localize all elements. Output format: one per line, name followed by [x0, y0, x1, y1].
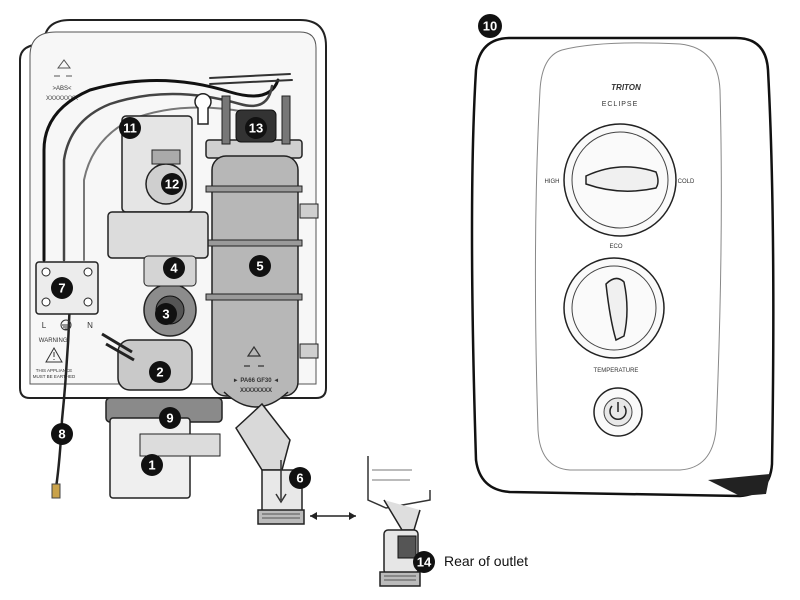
recycle-icon: [244, 345, 264, 367]
tank-code-mark: XXXXXXXX: [240, 388, 272, 394]
material-mark: >ABS<: [52, 86, 72, 92]
callout-8: 8: [51, 423, 73, 445]
callout-2: 2: [149, 361, 171, 383]
callout-10: 10: [478, 14, 502, 38]
model-label: ECLIPSE: [602, 101, 639, 108]
terminal-n-label: N: [87, 321, 93, 330]
svg-text:13: 13: [249, 121, 263, 136]
svg-text:5: 5: [256, 259, 263, 274]
warning-note-1: THIS APPLIANCE: [36, 368, 73, 373]
power-dial[interactable]: [563, 123, 677, 237]
svg-text:14: 14: [417, 555, 432, 570]
cable-end-connector: [51, 483, 61, 499]
svg-text:6: 6: [296, 471, 303, 486]
svg-text:9: 9: [166, 411, 173, 426]
terminal-l-label: L: [42, 321, 47, 330]
warning-triangle-icon: [45, 346, 63, 363]
svg-text:8: 8: [58, 427, 65, 442]
brand-label: TRITON: [611, 83, 641, 92]
rear-outlet-caption: Rear of outlet: [444, 553, 528, 569]
svg-text:1: 1: [148, 458, 155, 473]
callout-6: 6: [289, 467, 311, 489]
outlet-elbow: [235, 402, 305, 525]
shower-front-cover: [470, 36, 775, 498]
svg-text:12: 12: [165, 177, 179, 192]
svg-text:11: 11: [123, 121, 137, 136]
tank-material-mark: ► PA66 GF30 ◄: [233, 378, 279, 384]
callout-13: 13: [245, 117, 267, 139]
warning-label: WARNING!: [39, 338, 70, 344]
double-arrow: [310, 512, 356, 520]
power-icon: [609, 402, 627, 421]
callout-14: 14: [413, 551, 435, 573]
mounting-keyhole: [194, 93, 212, 125]
callout-11: 11: [119, 117, 141, 139]
svg-text:7: 7: [58, 281, 65, 296]
temperature-dial[interactable]: [563, 257, 665, 359]
callout-12: 12: [161, 173, 183, 195]
svg-text:4: 4: [170, 261, 178, 276]
svg-text:10: 10: [483, 19, 497, 34]
temperature-label: TEMPERATURE: [594, 368, 639, 374]
callout-7: 7: [51, 277, 73, 299]
high-label: HIGH: [545, 179, 560, 185]
recycle-icon: [54, 59, 72, 77]
start-stop-button[interactable]: [593, 387, 643, 437]
callout-9: 9: [159, 407, 181, 429]
callout-3: 3: [155, 303, 177, 325]
svg-text:2: 2: [156, 365, 163, 380]
callout-5: 5: [249, 255, 271, 277]
rear-outlet-view: [367, 456, 431, 587]
earth-icon: [60, 319, 72, 331]
callout-1: 1: [141, 454, 163, 476]
warning-note-2: MUST BE EARTHED: [33, 374, 76, 379]
cold-label: COLD: [678, 179, 695, 185]
eco-label: ECO: [609, 244, 622, 250]
code-mark: XXXXXXXX: [46, 96, 78, 102]
callout-4: 4: [163, 257, 185, 279]
svg-text:3: 3: [162, 307, 169, 322]
